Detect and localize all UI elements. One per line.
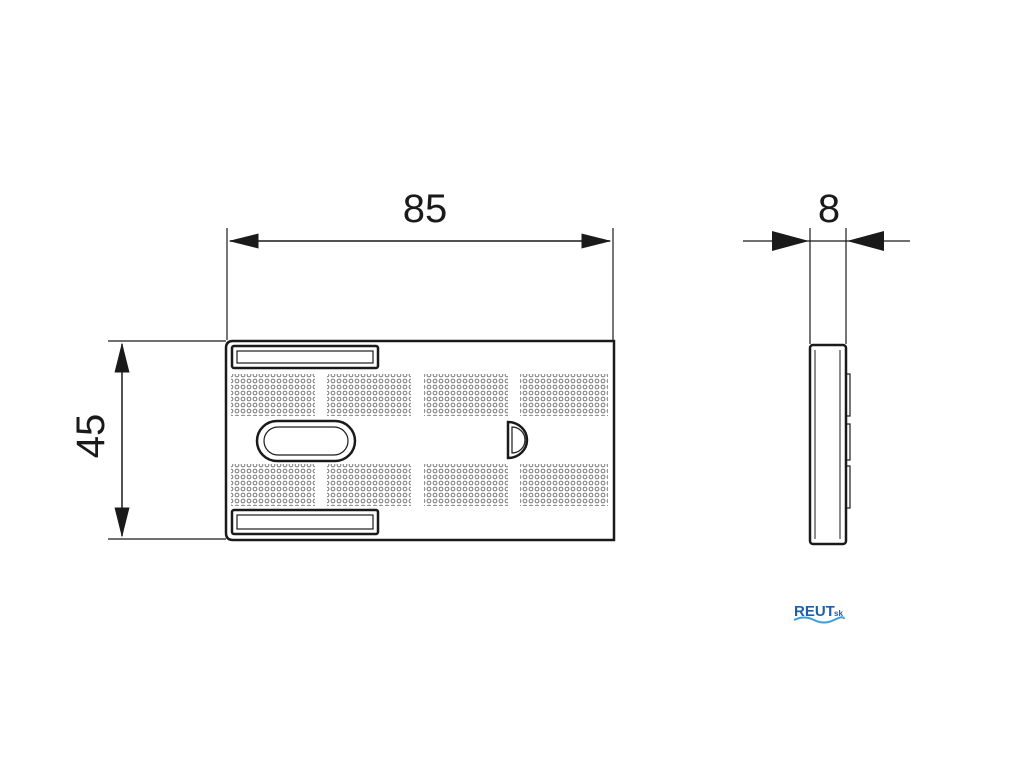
front-view bbox=[224, 339, 616, 542]
texture-panel bbox=[327, 374, 411, 416]
thickness-dimension-label: 8 bbox=[818, 187, 840, 231]
upper-texture-panels bbox=[231, 374, 608, 416]
texture-panel bbox=[231, 464, 315, 506]
height-dimension: 45 bbox=[69, 340, 226, 540]
logo-wave bbox=[793, 616, 845, 624]
top-slot bbox=[230, 344, 380, 370]
logo-suffix: sk bbox=[834, 609, 843, 618]
logo-text: REUT bbox=[794, 603, 835, 620]
oval-mounting-hole bbox=[255, 419, 357, 463]
texture-panel bbox=[424, 464, 508, 506]
bottom-slot bbox=[230, 508, 380, 536]
width-dimension-label: 85 bbox=[403, 187, 448, 231]
lower-texture-panels bbox=[231, 464, 608, 506]
texture-panel bbox=[520, 464, 608, 506]
plate-outline bbox=[224, 339, 616, 542]
height-dimension-label: 45 bbox=[69, 414, 113, 459]
reut-logo: REUT sk bbox=[793, 603, 845, 624]
texture-panel bbox=[424, 374, 508, 416]
thickness-dimension: 8 bbox=[743, 187, 910, 344]
width-dimension: 85 bbox=[226, 187, 614, 340]
side-view bbox=[808, 343, 851, 546]
texture-panel bbox=[231, 374, 315, 416]
texture-panel bbox=[327, 464, 411, 506]
texture-panel bbox=[520, 374, 608, 416]
